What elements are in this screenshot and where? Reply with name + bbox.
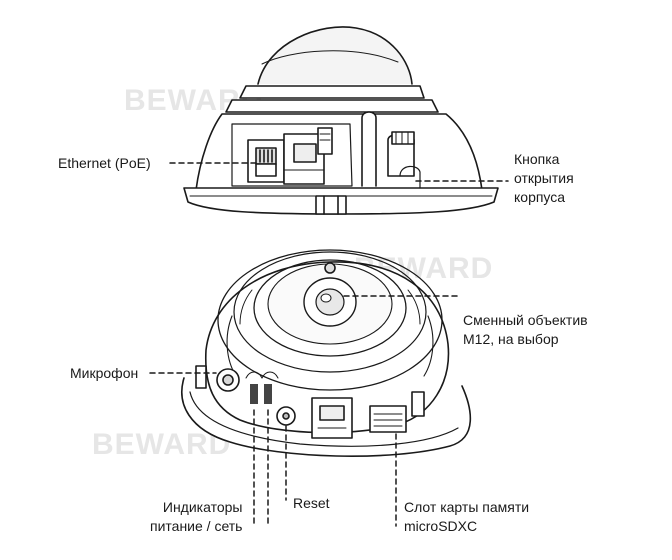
label-open-button-line1: Кнопка — [514, 151, 560, 167]
label-lens: Сменный объектив M12, на выбор — [463, 311, 588, 349]
label-sd-slot-line2: microSDXC — [404, 518, 478, 534]
label-open-button: Кнопка открытия корпуса — [514, 150, 574, 207]
label-sd-slot: Слот карты памяти microSDXC — [404, 498, 529, 536]
leader-lines — [149, 162, 509, 527]
watermark-bottom: BEWARD — [92, 428, 232, 461]
label-indicators-line2: питание / сеть — [150, 518, 243, 534]
label-open-button-line3: корпуса — [514, 189, 566, 205]
camera-side-view — [183, 26, 499, 215]
label-lens-line1: Сменный объектив — [463, 312, 588, 328]
label-sd-slot-line1: Слот карты памяти — [404, 499, 530, 515]
label-ethernet: Ethernet (PoE) — [58, 155, 151, 171]
label-open-button-line2: открытия — [514, 170, 574, 186]
label-microphone: Микрофон — [70, 365, 139, 381]
label-indicators-line1: Индикаторы — [162, 499, 243, 515]
label-indicators: Индикаторы питание / сеть — [150, 498, 242, 536]
camera-dome-view — [181, 249, 472, 457]
label-lens-line2: M12, на выбор — [463, 331, 559, 347]
label-reset: Reset — [293, 495, 330, 511]
